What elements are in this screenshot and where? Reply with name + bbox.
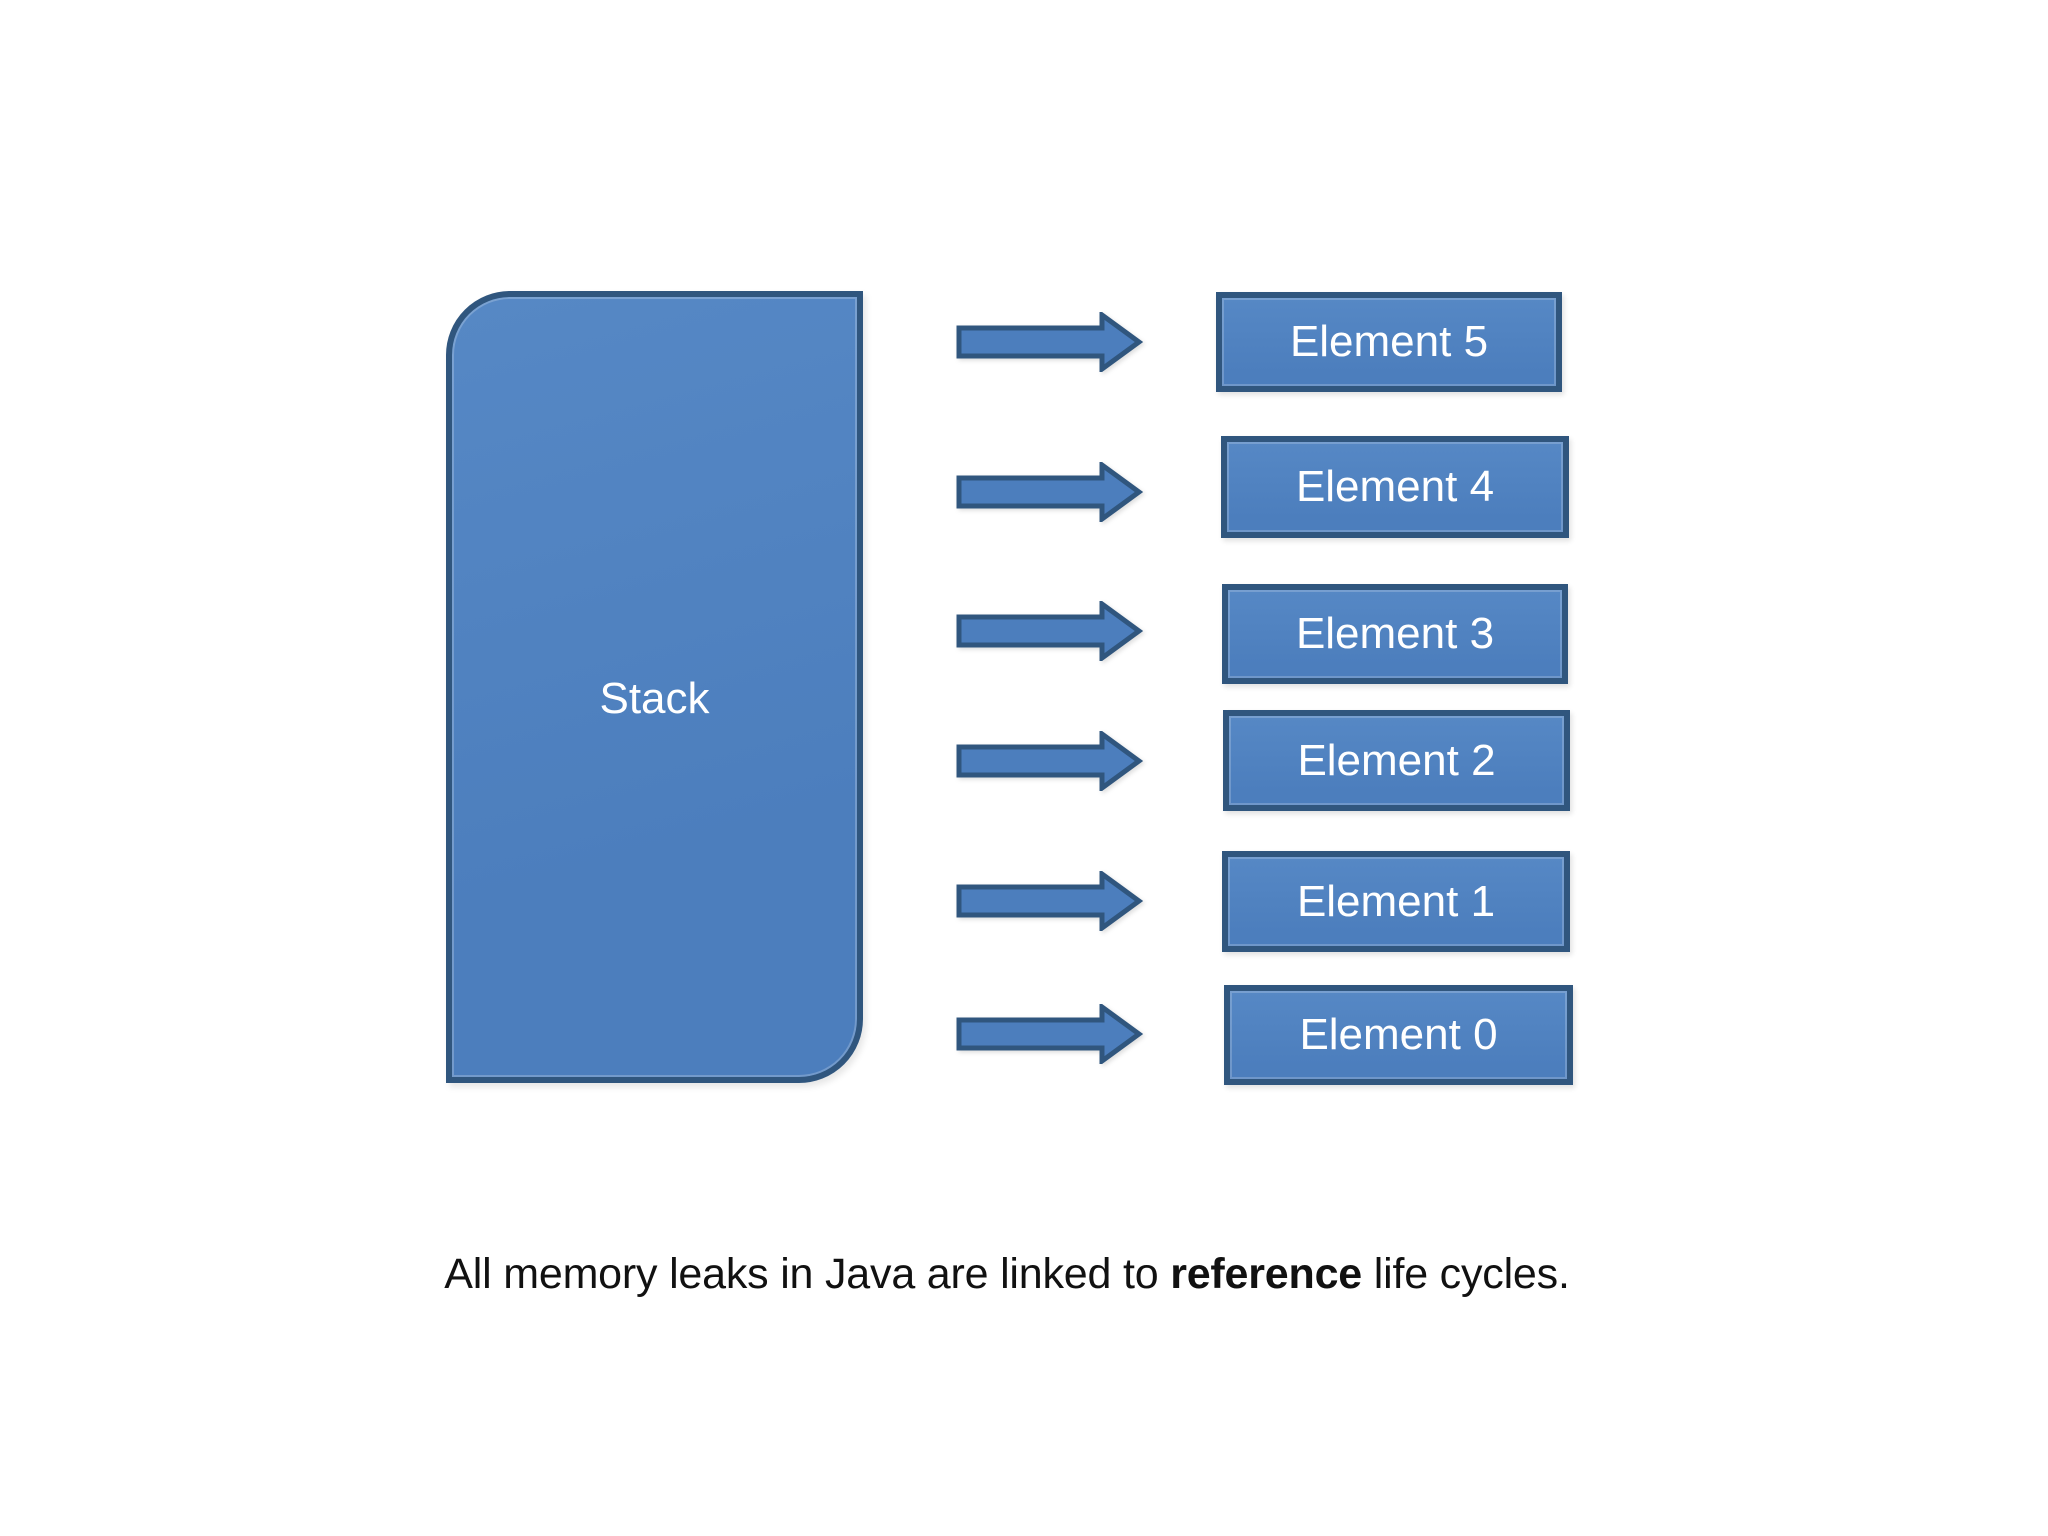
element-box-4: Element 4	[1221, 436, 1569, 538]
right-arrow-icon	[956, 1004, 1143, 1064]
element-box-1: Element 1	[1222, 851, 1570, 952]
caption-suffix: life cycles.	[1362, 1250, 1570, 1298]
right-arrow-icon	[956, 871, 1143, 931]
element-label: Element 3	[1295, 609, 1495, 658]
element-box-3: Element 3	[1222, 584, 1568, 684]
caption-emphasis: reference	[1170, 1250, 1363, 1298]
element-box-0: Element 0	[1224, 985, 1573, 1085]
right-arrow-icon	[956, 312, 1143, 372]
element-box-2: Element 2	[1223, 710, 1570, 811]
caption-prefix: All memory leaks in Java are linked to	[444, 1250, 1171, 1298]
element-label: Element 5	[1289, 317, 1489, 366]
element-label: Element 4	[1295, 462, 1495, 511]
element-label: Element 0	[1299, 1010, 1498, 1059]
element-box-5: Element 5	[1216, 292, 1562, 392]
element-label: Element 2	[1297, 735, 1496, 785]
right-arrow-icon	[956, 601, 1143, 661]
right-arrow-icon	[956, 731, 1143, 791]
stack-label: Stack	[599, 674, 710, 723]
caption: All memory leaks in Java are linked to r…	[0, 1250, 2014, 1299]
right-arrow-icon	[956, 462, 1143, 522]
element-label: Element 1	[1296, 876, 1496, 926]
stack-shape: Stack	[446, 291, 863, 1083]
